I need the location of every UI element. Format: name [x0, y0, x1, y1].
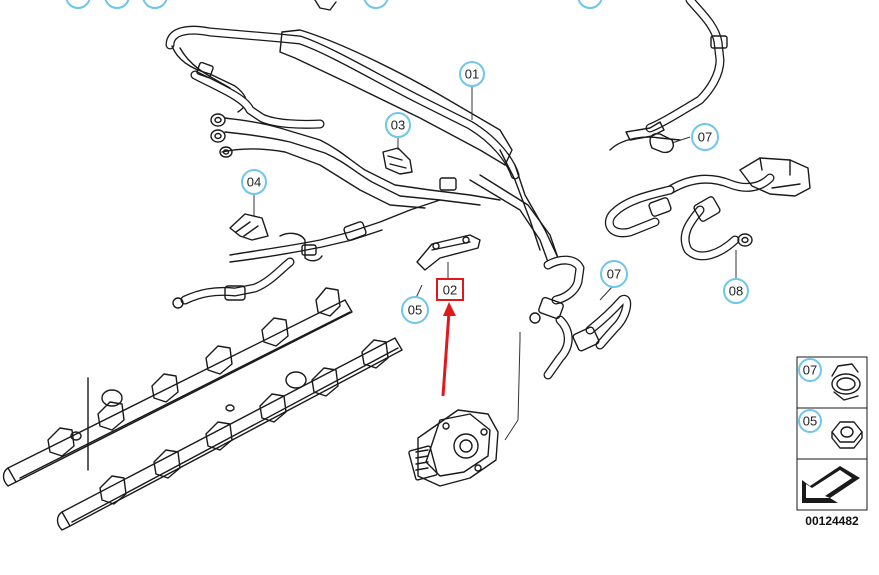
svg-text:03: 03 — [391, 118, 405, 133]
svg-text:04: 04 — [247, 175, 261, 190]
injectors-rail-b — [99, 339, 389, 505]
center-hoses — [504, 255, 632, 441]
svg-text:08: 08 — [729, 284, 743, 299]
holder-02[interactable] — [416, 234, 481, 271]
high-pressure-pump[interactable] — [408, 409, 499, 487]
svg-text:07: 07 — [803, 363, 817, 378]
legend-callout-07: 07 — [798, 358, 822, 382]
diagram-number: 00124482 — [805, 514, 859, 528]
harness-duct[interactable] — [165, 25, 520, 180]
hex-nut-icon — [831, 421, 863, 449]
svg-text:07: 07 — [607, 267, 621, 282]
bracket-03[interactable] — [382, 136, 413, 175]
callout-07-middle[interactable]: 07 — [600, 260, 628, 288]
callout-cut-4 — [363, 0, 389, 9]
callout-07-upper[interactable]: 07 — [691, 123, 719, 151]
callout-cut-3 — [142, 0, 168, 9]
legend-callout-05: 05 — [798, 409, 822, 433]
svg-text:02: 02 — [443, 283, 457, 298]
right-hoses — [604, 0, 811, 261]
injector-rails — [2, 299, 403, 531]
svg-text:01: 01 — [465, 67, 479, 82]
hose-clamp-icon — [831, 363, 861, 401]
callout-04[interactable]: 04 — [241, 169, 267, 195]
callout-cut-2 — [104, 0, 130, 9]
harness-branches — [180, 117, 561, 305]
callout-03[interactable]: 03 — [385, 112, 411, 138]
callout-cut-5 — [577, 0, 603, 9]
partial-part-top — [314, 0, 337, 11]
callout-05[interactable]: 05 — [401, 296, 429, 324]
bracket-04[interactable] — [229, 194, 269, 241]
direction-arrow-icon — [802, 466, 860, 503]
svg-text:07: 07 — [698, 130, 712, 145]
injectors-rail-a — [47, 287, 341, 457]
harness-connectors — [172, 61, 457, 309]
callout-01[interactable]: 01 — [459, 61, 485, 87]
callout-02-selected[interactable]: 02 — [436, 278, 464, 301]
callout-cut-1 — [65, 0, 91, 9]
leader-lines — [415, 86, 737, 301]
svg-text:05: 05 — [408, 303, 422, 318]
callout-08[interactable]: 08 — [723, 278, 749, 304]
svg-text:05: 05 — [803, 414, 817, 429]
red-arrow-icon — [441, 302, 456, 397]
